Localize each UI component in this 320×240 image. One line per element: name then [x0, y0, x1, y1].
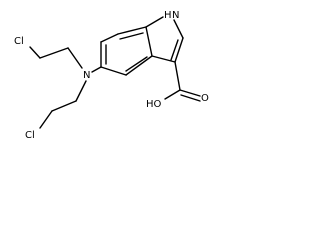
bond-ring-c7-c7a-double — [119, 32, 144, 40]
atom-label-oh: HO — [146, 99, 162, 110]
bond-c5-n — [91, 66, 102, 73]
bond-cooh-o-double — [180, 94, 201, 102]
atom-label-n-ring: N — [172, 10, 179, 21]
atom-label-n-amine: N — [83, 70, 90, 81]
bond-c3-c3a — [151, 55, 176, 63]
bond-c7a-n1 — [145, 16, 164, 28]
bond-n1-c2 — [173, 19, 184, 39]
bond-ring-c6-c7 — [100, 33, 119, 43]
bond-cooh-o — [179, 89, 201, 97]
bond-ch2-ch2-bottom — [51, 100, 77, 112]
atom-label-cl-top: Cl — [14, 36, 24, 47]
bond-ch2-ch2-top — [39, 47, 69, 59]
bond-ring-c7-c7a — [117, 26, 147, 35]
bond-n-ch2-top — [67, 47, 83, 69]
bond-ch2-cl-top — [29, 46, 41, 59]
bond-ring-c3a-c4-double — [125, 56, 148, 72]
bond-n-ch2-bottom — [75, 80, 87, 102]
bond-c2-c3 — [174, 37, 184, 63]
bond-ch2-cl-bottom — [39, 110, 53, 129]
bond-ring-c7a-c3a — [145, 26, 153, 57]
atom-label-o: O — [201, 93, 209, 104]
bond-ring-c3a-c4 — [125, 55, 153, 76]
bond-ring-c4-c5 — [100, 66, 127, 76]
bond-cooh-oh — [164, 89, 181, 100]
atom-label-h: H — [164, 10, 172, 21]
bond-c2-c3-double — [170, 39, 179, 61]
chemical-structure: H N N Cl Cl HO O — [14, 10, 209, 141]
atom-label-cl-bottom: Cl — [25, 130, 35, 141]
bond-c3-cooh — [174, 61, 181, 91]
